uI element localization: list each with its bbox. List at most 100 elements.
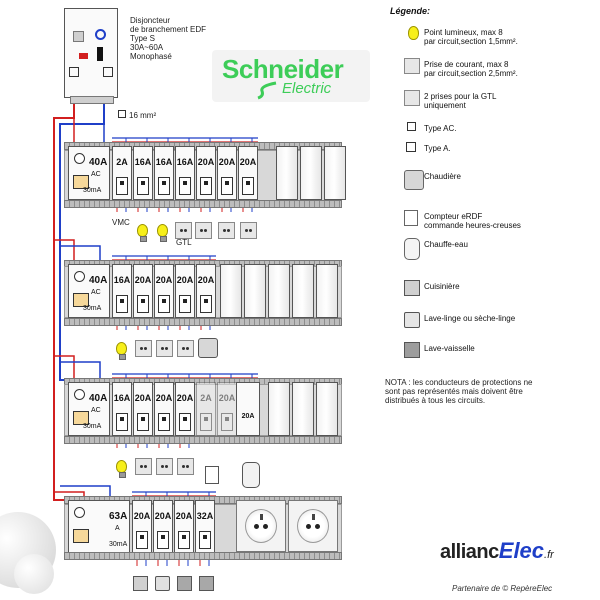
diff-lever-icon xyxy=(73,529,89,543)
wire xyxy=(54,239,75,264)
breaker-rating: 20A xyxy=(218,157,236,167)
breaker-rating: 2A xyxy=(200,393,212,403)
hc-contactor: 20A xyxy=(236,382,260,436)
breaker-3-6: 20A xyxy=(217,382,237,436)
legend-text: Point lumineux, max 8 xyxy=(424,28,503,37)
cooker-icon xyxy=(133,576,148,591)
blank-module xyxy=(324,146,346,200)
cooker-icon xyxy=(404,280,420,296)
breaker-3-2: 20A xyxy=(133,382,153,436)
row-2-socket-icon xyxy=(135,340,152,357)
legend-item: Cuisinière xyxy=(424,282,460,291)
gtl-label: GTL xyxy=(176,238,192,247)
breaker-toggle-icon xyxy=(136,531,148,549)
wire xyxy=(60,245,101,264)
breaker-toggle-icon xyxy=(157,531,169,549)
breaker-rating: 20A xyxy=(176,393,194,403)
alliancelec-tagline: Partenaire de © RepèreElec xyxy=(452,584,553,593)
decorative-bubble xyxy=(14,554,54,594)
legend-text: 2 prises pour la GTL xyxy=(424,92,497,101)
breaker-toggle-icon xyxy=(158,177,170,195)
row-1-socket-icon xyxy=(175,222,192,239)
test-button-icon xyxy=(74,389,85,400)
socket-icon xyxy=(404,90,420,106)
legend-text: Cuisinière xyxy=(424,282,460,291)
breaker-rating: 16A xyxy=(134,157,152,167)
breaker-1-3: 16A xyxy=(154,146,174,200)
boiler-icon xyxy=(198,338,218,358)
edf-switch-icon xyxy=(97,47,103,61)
logo-brand: Schneider xyxy=(222,54,344,84)
diff-lever-icon xyxy=(73,411,89,425)
diff-lever-icon xyxy=(73,175,89,189)
edf-indicator-icon xyxy=(95,29,106,40)
vmc-label: VMC xyxy=(112,218,130,227)
diff-lever-icon xyxy=(73,293,89,307)
breaker-1-2: 16A xyxy=(133,146,153,200)
breaker-3-5: 2A xyxy=(196,382,216,436)
wire xyxy=(60,361,101,382)
water-heater-icon xyxy=(404,238,420,260)
meter-icon xyxy=(205,466,219,484)
breaker-toggle-icon xyxy=(137,413,149,431)
breaker-toggle-icon xyxy=(200,177,212,195)
legend-text: Chauffe-eau xyxy=(424,240,468,249)
edf-knob-icon xyxy=(103,67,113,77)
breaker-rating: 20A xyxy=(154,511,172,521)
breaker-rating: 2A xyxy=(116,157,128,167)
test-button-icon xyxy=(74,507,85,518)
breaker-toggle-icon xyxy=(116,177,128,195)
legend-text: Lave-vaisselle xyxy=(424,344,475,353)
legend-text: Prise de courant, max 8 xyxy=(424,60,509,69)
breaker-toggle-icon xyxy=(221,177,233,195)
breaker-rating: 32A xyxy=(196,511,214,521)
breaker-3-4: 20A xyxy=(175,382,195,436)
row-1-socket-icon xyxy=(218,222,235,239)
row-4-socket-module xyxy=(288,500,338,552)
brand-tld: .fr xyxy=(544,549,554,561)
breaker-rating: 20A xyxy=(176,275,194,285)
wire xyxy=(54,355,75,382)
breaker-rating: 16A xyxy=(113,275,131,285)
legend-text: par circuit,section 1,5mm². xyxy=(424,37,518,46)
legend-text: Type A. xyxy=(424,144,451,153)
legend-text: Compteur eRDF xyxy=(424,212,483,221)
cable-note: 16 mm² xyxy=(118,110,156,120)
rail-row-2-bottom xyxy=(64,318,342,326)
breaker-rating: 20A xyxy=(175,511,193,521)
blank-module xyxy=(316,382,338,436)
breaker-1-1: 2A xyxy=(112,146,132,200)
boiler-icon xyxy=(404,170,424,190)
breaker-rating: 20A xyxy=(197,275,215,285)
row-3-socket-icon xyxy=(177,458,194,475)
legend-item: Lave-vaisselle xyxy=(424,344,475,353)
socket-icon xyxy=(404,58,420,74)
breaker-rating: 20A xyxy=(134,393,152,403)
washer-icon xyxy=(404,312,420,328)
blank-module xyxy=(292,382,314,436)
breaker-rating: 20A xyxy=(155,393,173,403)
rail-row-1-bottom xyxy=(64,200,342,208)
blank-module xyxy=(316,264,338,318)
blank-module xyxy=(268,264,290,318)
logo-swoosh-icon xyxy=(257,81,277,100)
blank-module xyxy=(300,146,322,200)
breaker-rating: 20A xyxy=(155,275,173,285)
row-3-socket-icon xyxy=(156,458,173,475)
row-1-socket-icon xyxy=(195,222,212,239)
breaker-2-3: 20A xyxy=(154,264,174,318)
alliancelec-logo: alliancElec.fr xyxy=(440,538,590,578)
breaker-1-5: 20A xyxy=(196,146,216,200)
legend-item: Chaudière xyxy=(424,172,461,181)
blank-module xyxy=(244,264,266,318)
breaker-rating: 20A xyxy=(239,157,257,167)
type-ac-icon xyxy=(407,122,416,131)
breaker-toggle-icon xyxy=(137,295,149,313)
breaker-3-3: 20A xyxy=(154,382,174,436)
test-button-icon xyxy=(74,271,85,282)
rail-row-3-bottom xyxy=(64,436,342,444)
